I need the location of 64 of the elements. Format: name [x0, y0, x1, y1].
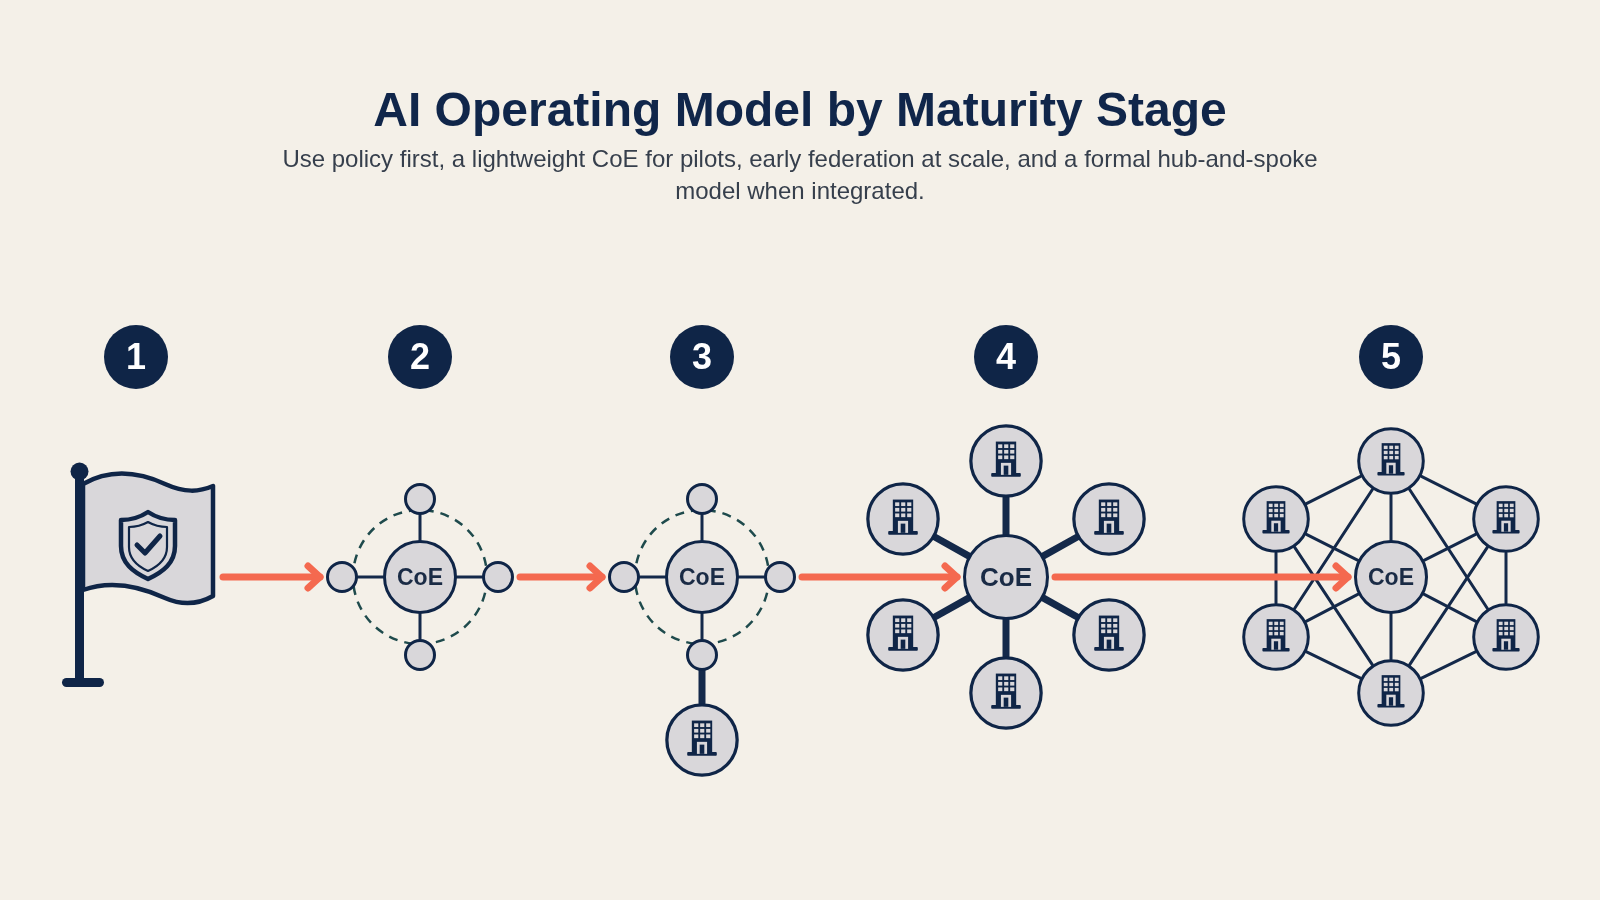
satellite-node [404, 639, 436, 671]
building-icon [1072, 482, 1146, 556]
subtitle: Use policy first, a lightweight CoE for pilots, early federation at scale, and a formal hub-and-spoke model when integrated. [281, 144, 1319, 206]
hub-node: CoE [963, 534, 1049, 620]
satellite-node [482, 561, 514, 593]
building-icon [866, 598, 940, 672]
arrow [516, 562, 606, 592]
title: AI Operating Model by Maturity Stage [373, 82, 1227, 138]
connector-line [356, 575, 385, 579]
connector-line [1389, 612, 1393, 661]
building-icon [866, 482, 940, 556]
connector-line [1040, 594, 1081, 621]
step-number: 4 [974, 325, 1038, 389]
connector-line [418, 513, 422, 542]
arrow [219, 562, 324, 592]
connector-line [1305, 650, 1362, 680]
connector-line [1293, 545, 1374, 667]
hub-node: CoE [665, 540, 739, 614]
connector-line [1274, 551, 1278, 605]
building-icon [1357, 659, 1425, 727]
step-number: 5 [1359, 325, 1423, 389]
step-number: 1 [104, 325, 168, 389]
connector-line [1504, 551, 1508, 605]
building-icon [1072, 598, 1146, 672]
connector-line [1422, 592, 1478, 623]
connector-line [1304, 474, 1363, 506]
building-icon [1242, 603, 1310, 671]
connector-line [1304, 532, 1360, 562]
satellite-node [326, 561, 358, 593]
connector-line [931, 594, 972, 621]
connector-line [1422, 532, 1478, 562]
building-icon [969, 424, 1043, 498]
building-icon [665, 703, 739, 777]
satellite-node [608, 561, 640, 593]
connector-line [931, 533, 972, 560]
satellite-node [686, 483, 718, 515]
connector-line [1304, 592, 1360, 623]
satellite-node [404, 483, 436, 515]
connector-line [1408, 545, 1489, 667]
building-icon [1472, 485, 1540, 553]
connector-line [1420, 650, 1477, 680]
building-icon [1357, 427, 1425, 495]
building-icon [969, 656, 1043, 730]
connector-line [1408, 488, 1489, 610]
connector-line [455, 575, 484, 579]
connector-line [1293, 488, 1374, 610]
satellite-node [686, 639, 718, 671]
connector-line [737, 575, 766, 579]
step-number: 3 [670, 325, 734, 389]
connector-line [638, 575, 667, 579]
connector-line [418, 612, 422, 641]
connector-line [700, 612, 704, 641]
arrow [798, 562, 961, 592]
building-icon [1472, 603, 1540, 671]
hub-node: CoE [1354, 540, 1428, 614]
arrow [1051, 562, 1352, 592]
satellite-node [764, 561, 796, 593]
connector-line [1040, 533, 1081, 560]
connector-line [1419, 474, 1478, 506]
connector-line [1389, 493, 1393, 542]
connector-line [700, 513, 704, 542]
step-number: 2 [388, 325, 452, 389]
hub-node: CoE [383, 540, 457, 614]
building-icon [1242, 485, 1310, 553]
